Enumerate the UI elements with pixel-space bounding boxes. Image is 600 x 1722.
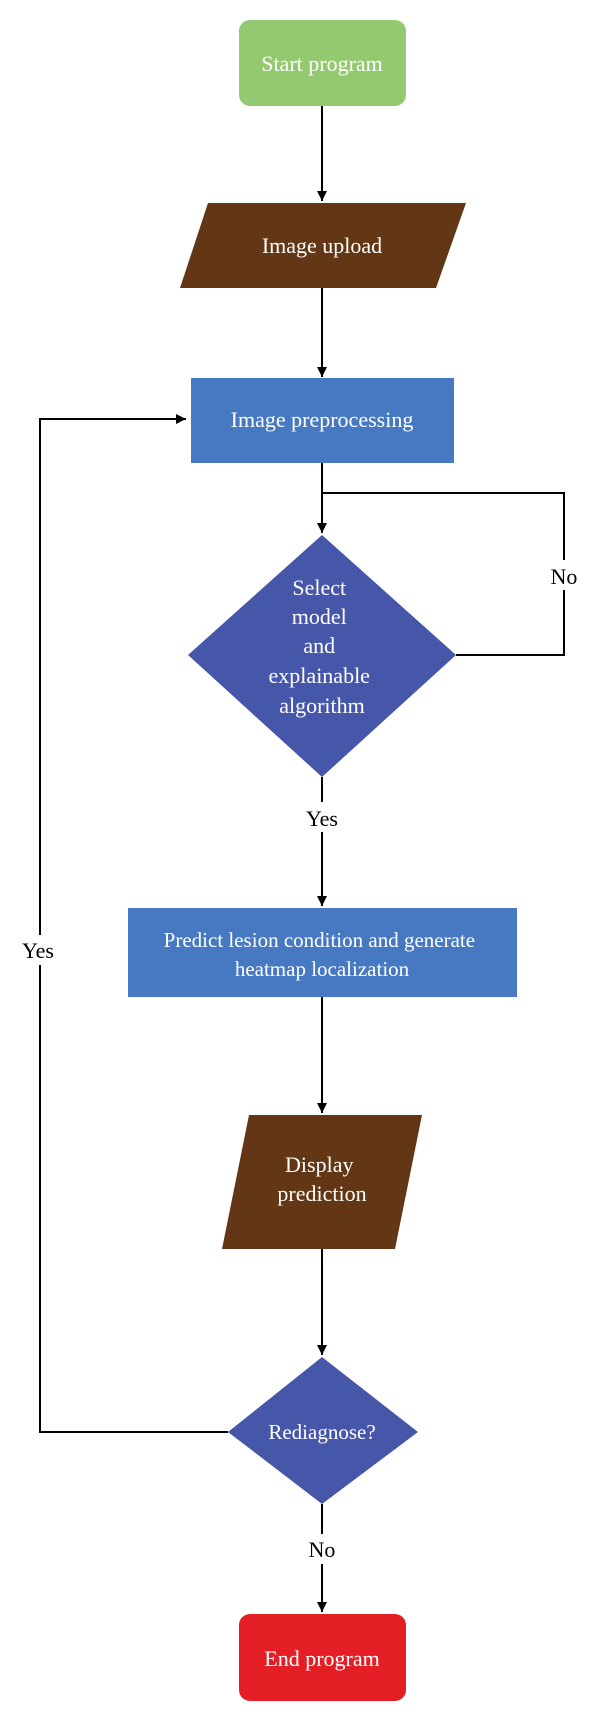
upload-label: Image upload bbox=[262, 233, 382, 258]
display-node: Display prediction bbox=[222, 1115, 422, 1249]
end-node: End program bbox=[239, 1614, 406, 1701]
select-shape bbox=[188, 535, 456, 777]
select-node: Select model and explainable algorithm bbox=[188, 535, 456, 777]
predict-line-2: heatmap localization bbox=[235, 957, 410, 981]
edge-label-select-yes: Yes bbox=[306, 806, 338, 831]
predict-line-1: Predict lesion condition and generate bbox=[164, 928, 475, 952]
edge-label-select-no: No bbox=[551, 564, 578, 589]
select-line-5: algorithm bbox=[279, 693, 365, 718]
rediagnose-label: Rediagnose? bbox=[268, 1420, 375, 1444]
label-bg-rediagnose-no bbox=[303, 1534, 341, 1564]
predict-node: Predict lesion condition and generate he… bbox=[128, 908, 517, 997]
preprocess-node: Image preprocessing bbox=[191, 378, 454, 463]
display-line-1: Display bbox=[285, 1152, 353, 1177]
edge-label-rediagnose-no: No bbox=[309, 1537, 336, 1562]
loop-rediagnose-yes bbox=[39, 414, 228, 1433]
preprocess-shape bbox=[191, 378, 454, 463]
upload-node: Image upload bbox=[180, 203, 466, 288]
display-shape bbox=[222, 1115, 422, 1249]
predict-shape bbox=[128, 908, 517, 997]
predict-label: Predict lesion condition and generate he… bbox=[164, 928, 481, 981]
select-line-4: explainable bbox=[269, 663, 370, 688]
label-bg-rediagnose-yes bbox=[18, 935, 62, 965]
select-label: Select model and explainable algorithm bbox=[269, 575, 376, 718]
display-line-2: prediction bbox=[277, 1181, 366, 1206]
start-node: Start program bbox=[239, 20, 406, 106]
rediagnose-shape bbox=[228, 1357, 418, 1504]
end-shape bbox=[239, 1614, 406, 1701]
select-line-3: and bbox=[303, 633, 335, 658]
rediagnose-node: Rediagnose? bbox=[228, 1357, 418, 1504]
select-line-1: Select bbox=[292, 575, 346, 600]
start-label: Start program bbox=[261, 51, 383, 76]
select-line-2: model bbox=[292, 604, 347, 629]
upload-shape bbox=[180, 203, 466, 288]
label-bg-select-yes bbox=[300, 802, 344, 832]
preprocess-label: Image preprocessing bbox=[231, 407, 414, 432]
edge-label-rediagnose-yes: Yes bbox=[22, 938, 54, 963]
end-label: End program bbox=[264, 1646, 379, 1671]
start-shape bbox=[239, 20, 406, 106]
label-bg-select-no bbox=[546, 560, 582, 590]
display-label: Display prediction bbox=[277, 1152, 366, 1206]
